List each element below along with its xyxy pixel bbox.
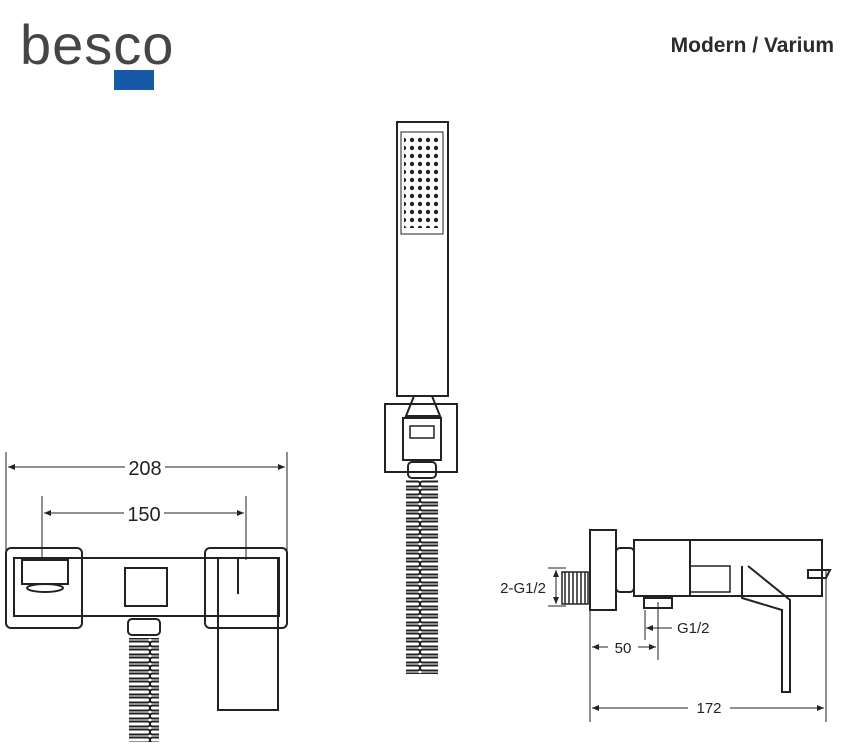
shower-hose xyxy=(406,480,438,674)
holder-clip xyxy=(402,417,442,461)
wall-flange-side xyxy=(589,529,617,611)
spray-nozzles xyxy=(404,136,440,228)
diverter-knob xyxy=(124,567,168,607)
spout-outlet xyxy=(807,569,832,579)
dimension-depth: 172 xyxy=(696,700,721,717)
connector-nut xyxy=(615,547,635,593)
front-view xyxy=(5,452,288,742)
holder-cone xyxy=(404,395,442,417)
dimension-width: 208 xyxy=(128,458,161,480)
clip-slot xyxy=(409,425,435,439)
lever-handle xyxy=(217,557,279,711)
hose-outlet xyxy=(643,597,673,609)
label-bg xyxy=(608,638,638,658)
dimension-inlet: 2-G1/2 xyxy=(500,580,546,597)
page-title: Modern / Varium xyxy=(670,34,834,57)
hand-shower xyxy=(384,121,458,674)
hose-connector xyxy=(127,618,161,636)
right-flange xyxy=(204,547,288,629)
outlet-aerator xyxy=(26,583,64,593)
label-bg xyxy=(125,455,165,479)
besco-logo: besco xyxy=(20,13,174,90)
hose-nut xyxy=(407,461,437,479)
left-flange xyxy=(5,547,83,629)
label-bg xyxy=(688,698,730,718)
dimension-outlet: G1/2 xyxy=(677,620,710,637)
lever-side xyxy=(741,565,791,693)
inlet-thread xyxy=(561,571,589,605)
spray-face xyxy=(400,131,444,235)
dimension-spacing: 150 xyxy=(127,504,160,526)
logo-accent-block xyxy=(114,70,154,90)
mixer-body-side xyxy=(633,539,823,597)
mixer-body xyxy=(13,557,280,617)
logo-text: besco xyxy=(20,13,174,76)
body-recess xyxy=(689,565,731,593)
label-bg xyxy=(124,501,164,525)
wall-holder xyxy=(384,403,458,473)
shower-hose xyxy=(129,638,159,742)
dimension-offset: 50 xyxy=(615,640,632,657)
outlet-nozzle xyxy=(21,559,69,585)
